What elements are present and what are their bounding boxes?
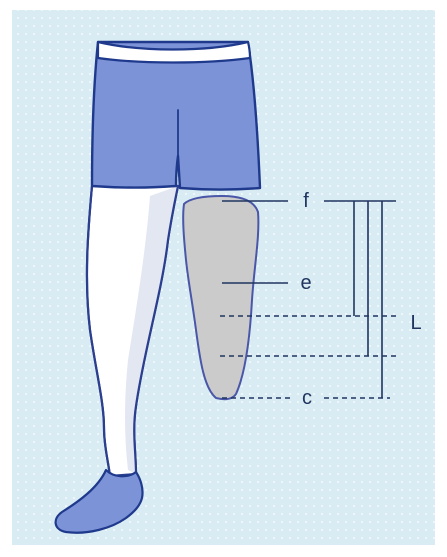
label-e: e	[300, 272, 311, 294]
label-f: f	[303, 190, 309, 212]
label-c: c	[302, 387, 312, 409]
shorts	[92, 42, 260, 190]
label-L: L	[410, 312, 421, 334]
